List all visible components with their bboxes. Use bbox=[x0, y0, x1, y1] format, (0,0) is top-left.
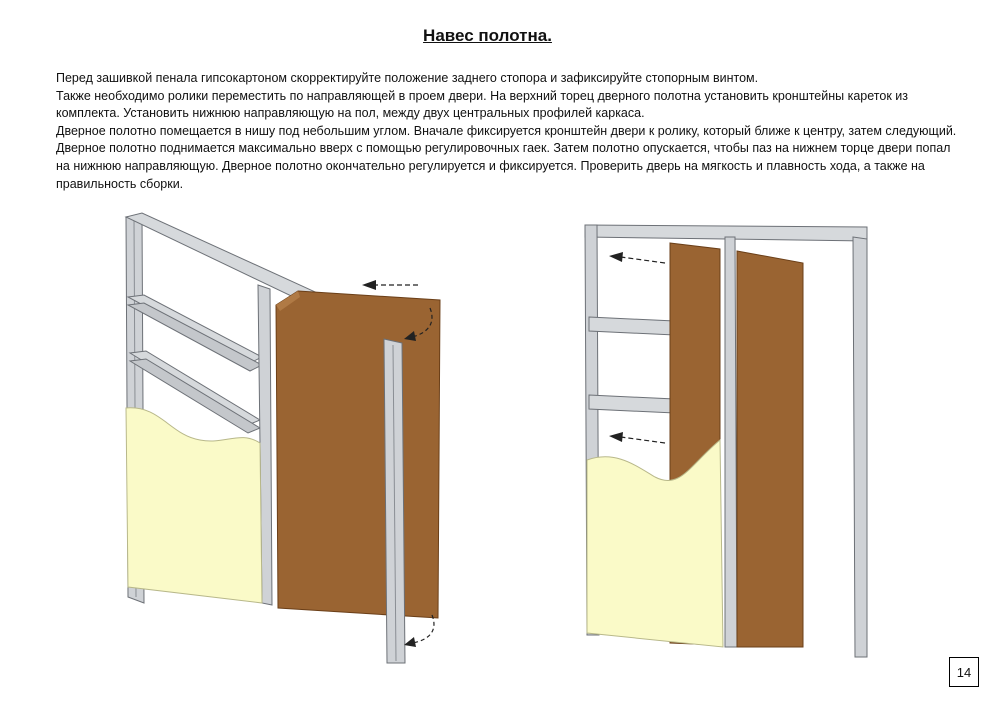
door-panel-edge bbox=[276, 291, 300, 311]
door-installed-illustration bbox=[584, 224, 868, 658]
arrow-left-icon bbox=[362, 280, 418, 290]
page-title: Навес полотна. bbox=[423, 26, 552, 45]
door-insertion-illustration bbox=[124, 212, 441, 664]
curved-arrow-icon bbox=[404, 307, 433, 341]
door-panel bbox=[736, 250, 804, 648]
paragraph-2: Также необходимо ролики переместить по н… bbox=[56, 88, 908, 121]
drywall-sheet bbox=[125, 407, 263, 604]
arrow-left-icon bbox=[609, 432, 666, 444]
paragraph-3: Дверное полотно помещается в нишу под не… bbox=[56, 123, 957, 191]
drywall-sheet bbox=[586, 438, 724, 648]
frame-post-right bbox=[852, 236, 868, 658]
arrow-left-icon bbox=[609, 252, 666, 264]
paragraph-1: Перед зашивкой пенала гипсокартоном скор… bbox=[56, 71, 759, 85]
curved-arrow-icon bbox=[404, 614, 435, 647]
instructions-text: Перед зашивкой пенала гипсокартоном скор… bbox=[56, 70, 961, 193]
frame-post-middle bbox=[724, 236, 738, 648]
page-number: 14 bbox=[949, 657, 979, 687]
